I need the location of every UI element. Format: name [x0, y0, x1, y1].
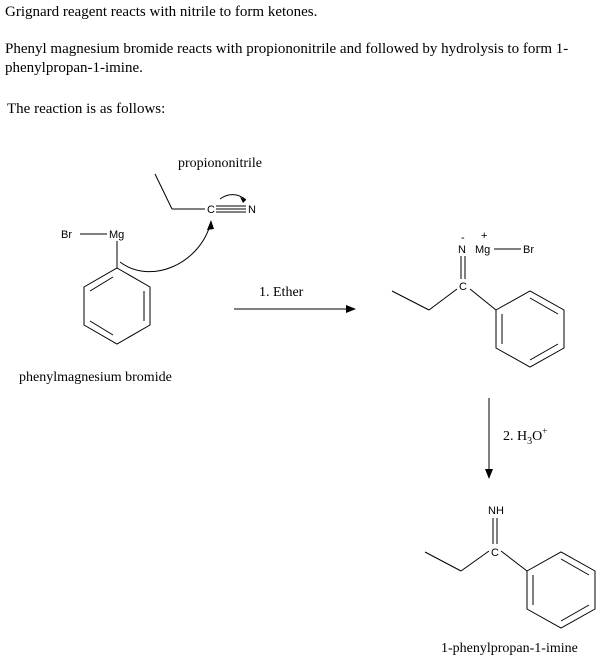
plus-charge: + [481, 230, 487, 242]
electron-push-arrow-small [219, 194, 247, 201]
arrowhead-small [240, 197, 246, 203]
product-carbon-atom: C [491, 547, 499, 559]
nitrile-nitrogen-atom: N [248, 204, 256, 216]
phenylmagnesium-bromide-molecule: Br Mg [61, 229, 151, 345]
propiononitrile-molecule: C N [154, 173, 256, 216]
intro-line-1: Grignard reagent reacts with nitrile to … [5, 4, 318, 20]
imine-magnesium-salt-molecule: - + N Mg Br C [391, 230, 565, 368]
bromine-atom: Br [61, 229, 72, 241]
product-label: 1-phenylpropan-1-imine [441, 641, 578, 656]
intro-line-2: Phenyl magnesium bromide reacts with pro… [5, 41, 569, 76]
step-1-label: 1. Ether [259, 285, 304, 300]
intermediate-bromine-atom: Br [523, 244, 534, 256]
step-2-label: 2. H3O+ [503, 426, 547, 447]
magnesium-atom: Mg [109, 229, 124, 241]
arrowhead-large [207, 220, 214, 230]
imine-nitrogen-atom: N [458, 244, 466, 256]
intermediate-carbon-atom: C [459, 281, 467, 293]
product-molecule: NH C [424, 505, 596, 629]
minus-charge: - [461, 232, 465, 244]
intro-line-3: The reaction is as follows: [7, 101, 166, 117]
imine-nh-group: NH [488, 505, 504, 517]
phenylmagnesium-bromide-label: phenylmagnesium bromide [19, 370, 172, 385]
electron-push-arrow-large [119, 221, 212, 272]
nitrile-carbon-atom: C [207, 204, 215, 216]
intermediate-magnesium-atom: Mg [475, 244, 490, 256]
propiononitrile-label: propiononitrile [178, 156, 262, 171]
